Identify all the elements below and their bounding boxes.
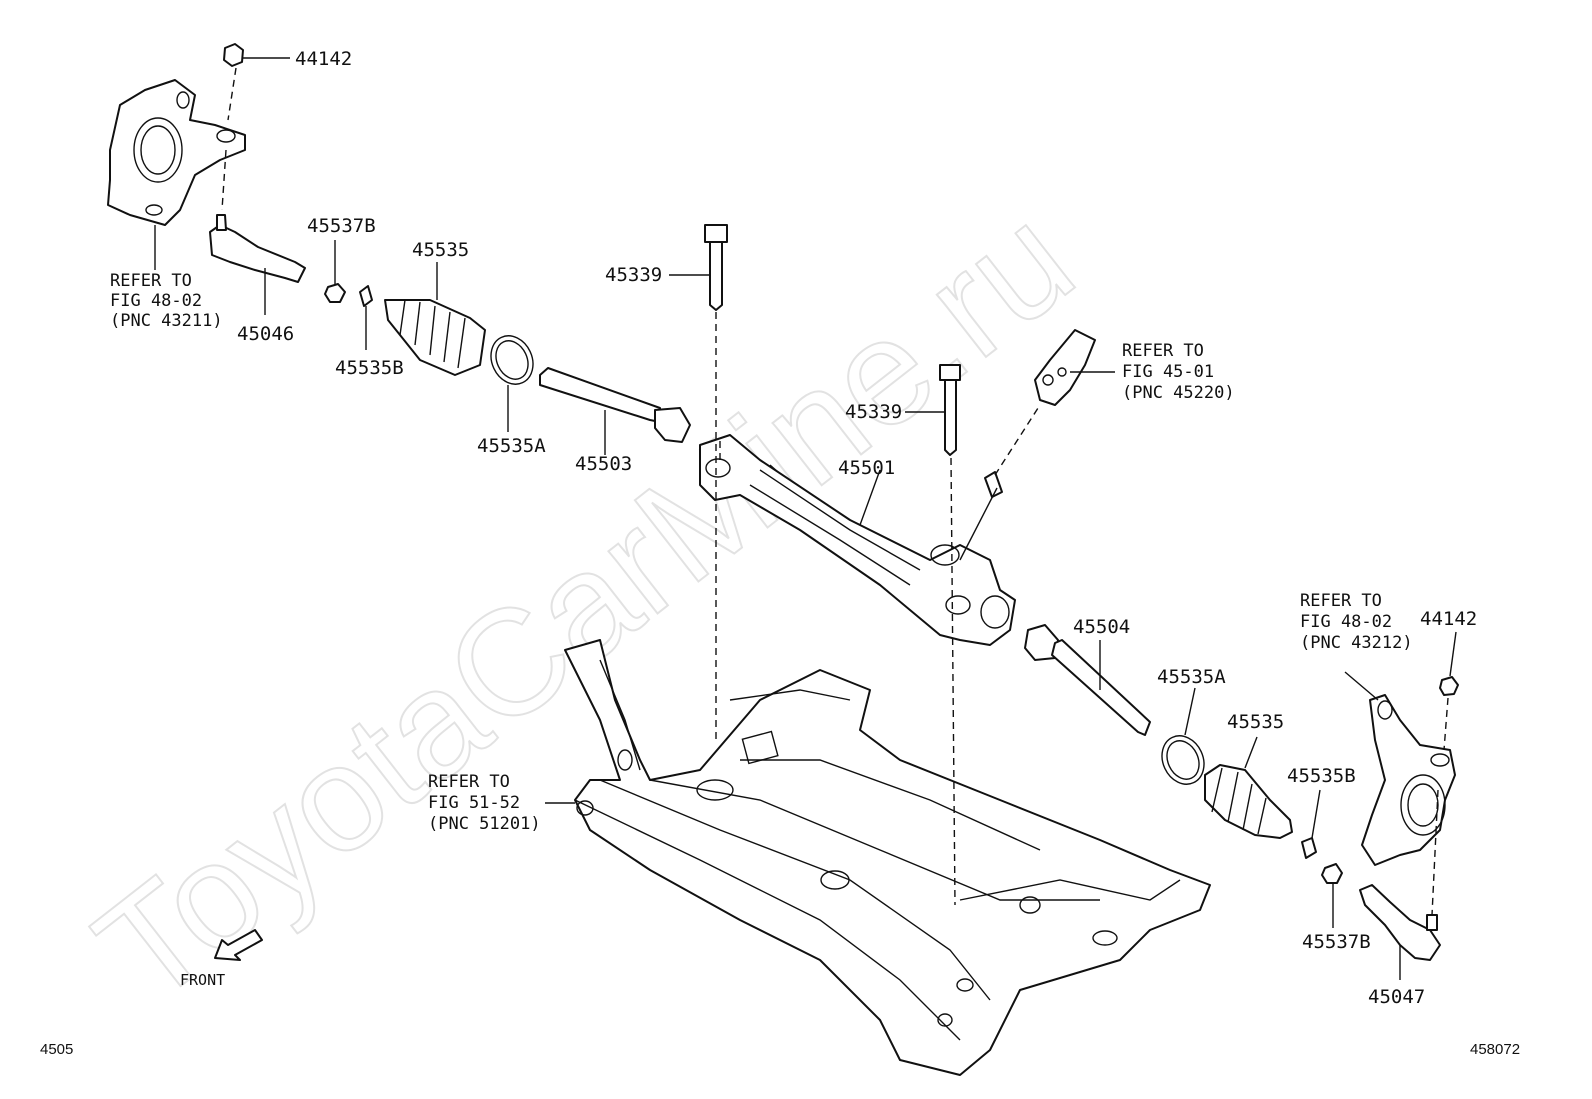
steering-knuckle-right — [1344, 671, 1456, 866]
svg-text:(PNC 45220): (PNC 45220) — [1122, 383, 1235, 403]
intermediate-shaft-joint — [959, 329, 1096, 561]
label-45535b-left: 45535B — [335, 357, 404, 379]
svg-text:FIG 51-52: FIG 51-52 — [428, 793, 520, 813]
figure-number: 4505 — [40, 1041, 73, 1058]
bolt-45339-top — [669, 224, 728, 311]
steering-knuckle-left — [107, 79, 246, 226]
clip-45535b-left — [359, 285, 373, 350]
tie-rod-end-left — [209, 214, 306, 315]
label-45535b-right: 45535B — [1287, 765, 1356, 787]
label-45504: 45504 — [1073, 616, 1130, 638]
front-crossmember — [564, 639, 1211, 1076]
svg-text:REFER TO: REFER TO — [1122, 341, 1204, 361]
tie-rod-45504 — [1024, 624, 1151, 736]
svg-text:REFER TO: REFER TO — [110, 271, 192, 291]
bolt-45339-mid — [905, 364, 961, 456]
clamp-45535a-left — [490, 335, 534, 432]
ref-note-crossmember: REFER TO FIG 51-52 (PNC 51201) — [428, 772, 541, 834]
svg-text:FIG 48-02: FIG 48-02 — [110, 291, 202, 311]
label-44142-left: 44142 — [295, 48, 352, 70]
label-45535-right: 45535 — [1227, 711, 1284, 733]
ref-note-steering-shaft: REFER TO FIG 45-01 (PNC 45220) — [1122, 341, 1235, 403]
nut-45537b-right — [1321, 863, 1343, 928]
nut-44142-right — [1439, 631, 1459, 696]
label-44142-right: 44142 — [1420, 608, 1477, 630]
label-45537b-right: 45537B — [1302, 931, 1371, 953]
svg-text:FIG 48-02: FIG 48-02 — [1300, 612, 1392, 632]
illustration-id: 458072 — [1470, 1041, 1520, 1058]
clamp-45535a-right — [1161, 687, 1205, 785]
svg-text:(PNC 43212): (PNC 43212) — [1300, 633, 1413, 653]
tie-rod-45503 — [539, 367, 691, 455]
label-45046: 45046 — [237, 323, 294, 345]
ref-note-knuckle-left: REFER TO FIG 48-02 (PNC 43211) — [110, 271, 223, 331]
label-45535a-left: 45535A — [477, 435, 546, 457]
tie-rod-end-right — [1359, 884, 1441, 980]
nut-45537b-left — [324, 240, 346, 303]
clip-45535b-right — [1301, 789, 1321, 859]
label-45535-left: 45535 — [412, 239, 469, 261]
label-45339-top: 45339 — [605, 264, 662, 286]
nut-44142-left — [223, 43, 290, 67]
svg-text:REFER TO: REFER TO — [428, 772, 510, 792]
label-45503: 45503 — [575, 453, 632, 475]
svg-text:REFER TO: REFER TO — [1300, 591, 1382, 611]
boot-45535-left — [384, 262, 486, 376]
svg-text:(PNC 51201): (PNC 51201) — [428, 814, 541, 834]
steering-gear-housing — [699, 434, 1016, 646]
label-45047: 45047 — [1368, 986, 1425, 1008]
label-45537b-left: 45537B — [307, 215, 376, 237]
boot-45535-right — [1204, 736, 1293, 839]
label-45501: 45501 — [838, 457, 895, 479]
front-label: FRONT — [180, 971, 225, 989]
ref-note-knuckle-right: REFER TO FIG 48-02 (PNC 43212) — [1300, 591, 1413, 653]
svg-text:(PNC 43211): (PNC 43211) — [110, 311, 223, 331]
svg-text:FIG 45-01: FIG 45-01 — [1122, 362, 1214, 382]
label-45535a-right: 45535A — [1157, 666, 1226, 688]
label-45339-mid: 45339 — [845, 401, 902, 423]
front-arrow-icon — [214, 929, 263, 961]
